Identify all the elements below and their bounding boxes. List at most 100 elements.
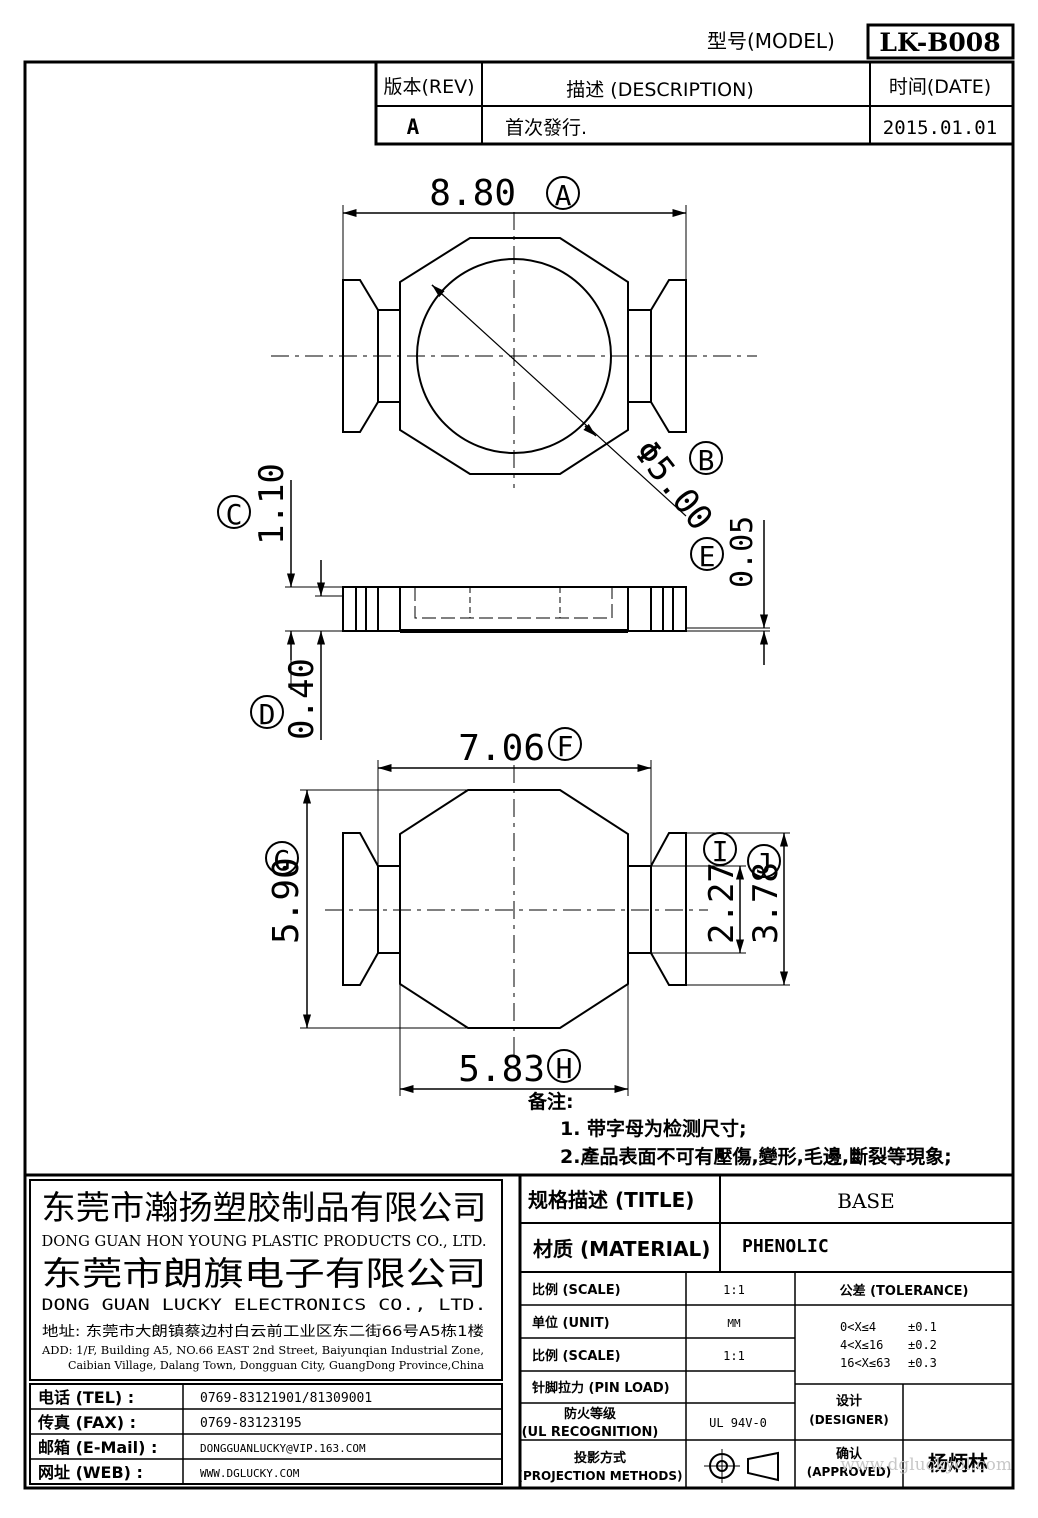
approved-value: 杨炳林 [928, 1451, 988, 1475]
designer-label-1: 设计 [836, 1393, 862, 1409]
tol-row1-value: ±0.1 [908, 1320, 937, 1334]
top-view-body [399, 237, 629, 475]
watermark-text: www.dgluckyol.com [840, 1455, 1012, 1475]
projection-label-1: 投影方式 [574, 1450, 626, 1466]
approved-label-1: 确认 [836, 1446, 863, 1462]
dim-a-tag-circle [546, 176, 580, 210]
pin-load-label: 针脚拉力 (PIN LOAD) [531, 1380, 670, 1396]
dim-d-tag: D [259, 698, 276, 731]
tol-row3-range: 16<X≤63 [840, 1356, 891, 1370]
dim-j-tag-circle [747, 844, 781, 878]
dim-g-tag-circle [265, 841, 299, 875]
dim-g-tag: G [274, 844, 291, 877]
dim-j-value: 3.78 [746, 862, 786, 944]
dim-f-value: 7.06 [458, 728, 545, 769]
dim-c-tag-circle [217, 495, 251, 529]
company-box [29, 1179, 503, 1381]
mail-label: 邮箱 (E-Mail) : [38, 1438, 157, 1457]
revision-table [374, 60, 1015, 146]
dim-d-value: 0.40 [282, 658, 322, 740]
dim-i-tag: I [712, 835, 729, 868]
model-box [866, 23, 1015, 60]
designer-label-2: (DESIGNER) [809, 1413, 889, 1427]
company-address-en-1: ADD: 1/F, Building A5, NO.66 EAST 2nd St… [41, 1344, 484, 1357]
scale-label: 比例 (SCALE) [532, 1282, 621, 1298]
bottom-view-body [399, 789, 629, 1029]
scale2-value: 1:1 [723, 1349, 745, 1363]
dim-a-value: 8.80 [429, 173, 516, 214]
web-value[interactable]: WWW.DGLUCKY.COM [200, 1467, 300, 1480]
notes-title: 备注: [527, 1090, 574, 1113]
desc-value: 首次發行. [505, 117, 587, 139]
company-address-cn: 地址: 东莞市大朗镇蔡边村白云前工业区东二街66号A5栋1楼 [42, 1323, 484, 1340]
date-value: 2015.01.01 [883, 117, 997, 139]
approved-label-2: (APPROVED) [807, 1465, 891, 1479]
note-line-2: 2.產品表面不可有壓傷,變形,毛邊,斷裂等現象; [560, 1145, 952, 1168]
mail-value[interactable]: DONGGUANLUCKY@VIP.163.COM [200, 1442, 366, 1455]
title-block [25, 1173, 1013, 1488]
side-view [285, 480, 770, 740]
fire-label-1: 防火等级 [564, 1406, 617, 1422]
dim-h-tag-circle [547, 1049, 581, 1083]
tol-row3-value: ±0.3 [908, 1356, 937, 1370]
dim-d-tag-circle [250, 695, 284, 729]
company-name-cn-2: 东莞市朗旗电子有限公司 [42, 1254, 487, 1293]
dim-i-value: 2.27 [702, 862, 742, 944]
web-label: 网址 (WEB) : [38, 1463, 143, 1482]
tel-label: 电话 (TEL) : [38, 1388, 134, 1407]
side-view-outline [342, 586, 687, 632]
desc-label: 描述 (DESCRIPTION) [566, 79, 753, 101]
rev-label: 版本(REV) [383, 76, 474, 98]
fax-label: 传真 (FAX) : [37, 1413, 136, 1432]
unit-label: 单位 (UNIT) [532, 1315, 610, 1331]
tol-row2-range: 4<X≤16 [840, 1338, 883, 1352]
dim-c-value: 1.10 [252, 463, 292, 545]
company-address-en-2: Caibian Village, Dalang Town, Dongguan C… [68, 1359, 484, 1372]
model-label: 型号(MODEL) [707, 29, 835, 53]
dim-b-tag: B [698, 444, 715, 477]
bottom-view-left-flange [342, 832, 379, 986]
note-line-1: 1. 带字母为检测尺寸; [560, 1117, 747, 1140]
dim-b-tag-circle [689, 441, 723, 475]
dim-a-tag: A [555, 179, 572, 212]
dim-h-value: 5.83 [458, 1049, 545, 1090]
date-label: 时间(DATE) [889, 76, 991, 98]
fire-value: UL 94V-0 [709, 1416, 767, 1430]
dim-h-tag: H [556, 1052, 573, 1085]
material-value: PHENOLIC [742, 1236, 829, 1257]
tolerance-table: 0<X≤4 ±0.1 4<X≤16 ±0.2 16<X≤63 ±0.3 [840, 1320, 937, 1370]
dim-e-value: 0.05 [725, 516, 760, 588]
tolerance-label: 公差 (TOLERANCE) [840, 1283, 969, 1299]
dim-e-tag: E [699, 540, 716, 573]
header-block: 型号(MODEL) LK-B008 版本(REV) 描述 (DESCRIPTIO… [374, 23, 1015, 146]
fax-value: 0769-83123195 [200, 1416, 302, 1431]
company-name-cn-1: 东莞市瀚扬塑胶制品有限公司 [42, 1188, 487, 1227]
dim-f-tag-circle [548, 727, 582, 761]
scale-value: 1:1 [723, 1283, 745, 1297]
bottom-view-right-flange [650, 832, 687, 986]
top-view [271, 205, 757, 517]
fire-label-2: (UL RECOGNITION) [522, 1425, 659, 1440]
projection-label-2: (PROJECTION METHODS) [518, 1469, 683, 1483]
rev-value: A [407, 115, 420, 139]
dim-e-tag-circle [690, 537, 724, 571]
title-label: 规格描述 (TITLE) [528, 1188, 694, 1212]
projection-symbol-icon [704, 1449, 779, 1483]
dim-c-tag: C [226, 498, 243, 531]
tel-value: 0769-83121901/81309001 [200, 1391, 372, 1406]
unit-value: MM [727, 1317, 741, 1330]
dim-i-tag-circle [703, 832, 737, 866]
dim-j-tag: J [756, 847, 773, 880]
title-value: BASE [837, 1189, 894, 1213]
notes-block: 备注: 1. 带字母为检测尺寸; 2.產品表面不可有壓傷,變形,毛邊,斷裂等現象… [527, 1090, 952, 1168]
tol-row2-value: ±0.2 [908, 1338, 937, 1352]
bottom-view [300, 760, 790, 1096]
model-value: LK-B008 [879, 28, 1000, 57]
company-name-en-2: DONG GUAN LUCKY ELECTRONICS CO., LTD. [42, 1295, 487, 1314]
tol-row1-range: 0<X≤4 [840, 1320, 876, 1334]
dim-f-tag: F [557, 730, 574, 763]
company-name-en-1: DONG GUAN HON YOUNG PLASTIC PRODUCTS CO.… [42, 1232, 487, 1250]
scale2-label: 比例 (SCALE) [532, 1348, 621, 1364]
